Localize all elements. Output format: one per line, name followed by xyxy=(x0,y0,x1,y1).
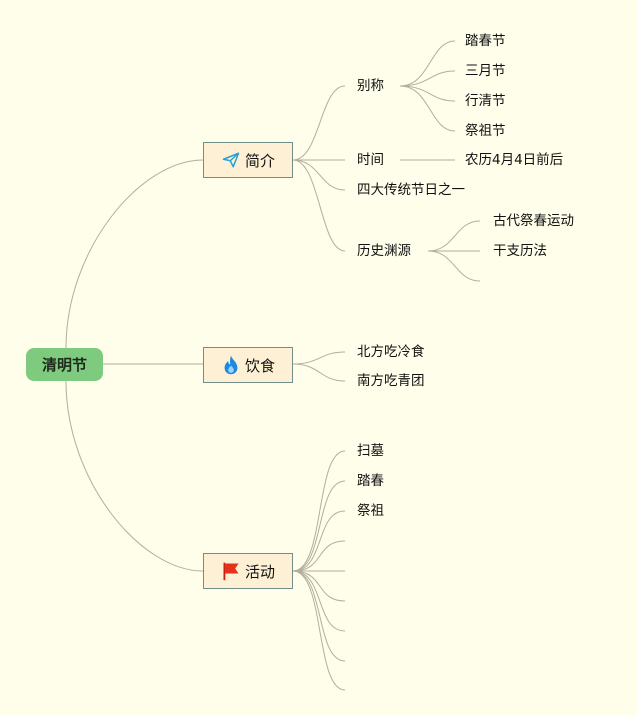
connector-intro-history xyxy=(292,159,346,252)
connector-intro-festival xyxy=(292,159,346,191)
food-item[interactable]: 北方吃冷食 xyxy=(357,344,425,360)
connector-food-1 xyxy=(292,351,346,365)
alias-item[interactable]: 行清节 xyxy=(465,93,506,109)
root-label: 清明节 xyxy=(41,356,87,374)
root-node[interactable]: 清明节 xyxy=(26,348,103,381)
connector-history-1 xyxy=(427,220,481,252)
connector-alias-2 xyxy=(399,70,456,87)
food-item[interactable]: 南方吃青团 xyxy=(357,373,425,389)
intro-alias-label[interactable]: 别称 xyxy=(357,78,384,94)
connector-root-activities xyxy=(65,380,204,572)
branch-activities[interactable]: 活动 xyxy=(203,553,293,589)
flame-icon xyxy=(221,355,241,375)
connector-activity-6 xyxy=(292,570,346,602)
activity-item[interactable]: 祭祖 xyxy=(357,503,384,519)
branch-intro[interactable]: 简介 xyxy=(203,142,293,178)
activity-item[interactable]: 踏春 xyxy=(357,473,384,489)
connector-alias-3 xyxy=(399,85,456,102)
connector-activity-9 xyxy=(292,570,346,691)
connector-root-intro xyxy=(65,159,204,349)
connector-food-2 xyxy=(292,363,346,382)
intro-time-value[interactable]: 农历4月4日前后 xyxy=(465,152,564,168)
connector-alias-1 xyxy=(399,40,456,87)
branch-activities-label: 活动 xyxy=(244,562,275,581)
alias-item[interactable]: 踏春节 xyxy=(465,33,506,49)
paper-plane-icon xyxy=(221,150,241,170)
alias-item[interactable]: 三月节 xyxy=(465,63,506,79)
activity-item[interactable]: 扫墓 xyxy=(357,443,384,459)
connector-activity-1 xyxy=(292,450,346,572)
history-item[interactable]: 干支历法 xyxy=(493,243,547,259)
alias-item[interactable]: 祭祖节 xyxy=(465,123,506,139)
connector-history-3 xyxy=(427,250,481,282)
intro-time-label[interactable]: 时间 xyxy=(357,152,384,168)
history-item[interactable]: 古代祭春运动 xyxy=(493,213,574,229)
intro-history-label[interactable]: 历史渊源 xyxy=(357,243,411,259)
connector-activity-4 xyxy=(292,540,346,572)
branch-food[interactable]: 饮食 xyxy=(203,347,293,383)
branch-food-label: 饮食 xyxy=(244,356,275,375)
red-flag-icon xyxy=(221,561,241,581)
connector-activity-2 xyxy=(292,480,346,572)
connector-activity-7 xyxy=(292,570,346,632)
intro-festival-label[interactable]: 四大传统节日之一 xyxy=(357,182,465,198)
branch-intro-label: 简介 xyxy=(244,151,275,170)
connector-intro-alias xyxy=(292,85,346,161)
connector-activity-3 xyxy=(292,510,346,572)
connector-alias-4 xyxy=(399,85,456,132)
